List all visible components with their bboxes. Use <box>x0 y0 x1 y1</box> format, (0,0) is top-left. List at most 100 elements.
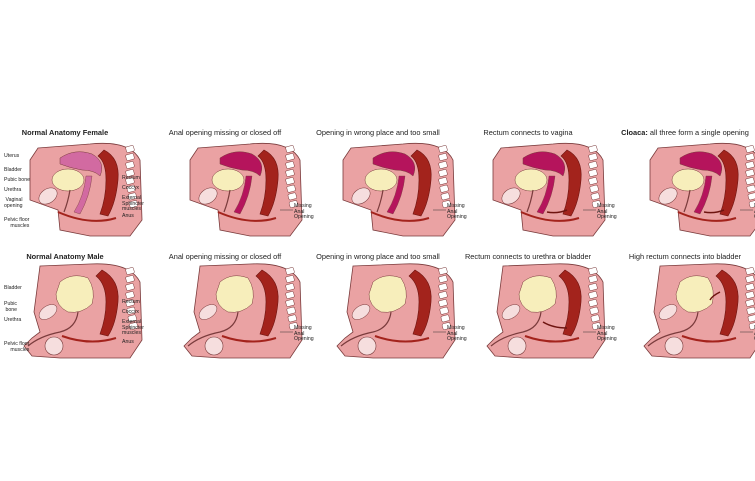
pelvic-floor-shape <box>524 335 580 343</box>
urethra-shape <box>376 189 384 213</box>
male_row-right-label-0: Rectum <box>122 299 140 305</box>
male_row-left-label-0: Bladder <box>4 285 22 291</box>
male_row-panel-3: Missing Anal Opening <box>483 262 633 372</box>
male_row-panel-0 <box>20 262 170 372</box>
female_row-title-3: Rectum connects to vagina <box>453 128 603 137</box>
vertebra-shape <box>125 267 135 275</box>
pubic-bone-shape <box>351 304 371 320</box>
title-text: Anal opening missing or closed off <box>168 252 282 261</box>
vertebra-shape <box>748 200 755 208</box>
fistula-shape <box>709 291 721 301</box>
title-text: all three form a single opening <box>647 128 749 137</box>
urethra-shape <box>490 311 542 347</box>
vertebra-shape <box>285 153 295 161</box>
title-text: Anal opening missing or closed off <box>168 128 282 137</box>
anatomy-illustration <box>183 263 303 359</box>
vertebra-shape <box>126 184 136 193</box>
vertebra-shape <box>125 291 135 299</box>
title-bold: Normal Anatomy Female <box>21 128 109 137</box>
pubic-bone-shape <box>38 304 58 320</box>
vertebra-shape <box>588 145 598 153</box>
female_row-right-label-1: Coccyx <box>122 185 140 191</box>
pelvic-floor-shape <box>374 335 430 343</box>
vertebra-shape <box>745 161 755 169</box>
vertebra-shape <box>288 200 299 208</box>
male_row-title-2: Opening in wrong place and too small <box>303 252 453 261</box>
anatomy-illustration <box>649 142 755 237</box>
vertebra-shape <box>745 299 755 307</box>
missing-anal-opening-label: Missing Anal Opening <box>294 325 314 343</box>
vertebra-shape <box>438 299 448 307</box>
bladder-shape <box>675 275 714 313</box>
vertebra-shape <box>589 184 599 193</box>
anatomy-illustration <box>336 263 456 359</box>
bladder-shape <box>671 168 705 192</box>
vertebra-shape <box>588 177 598 185</box>
vertebra-shape <box>439 184 449 193</box>
uterus-shape <box>219 151 262 177</box>
urethra-shape <box>223 189 231 213</box>
title-text: Opening in wrong place and too small <box>316 252 440 261</box>
male_row-title-1: Anal opening missing or closed off <box>150 252 300 261</box>
anatomy-illustration <box>23 263 143 359</box>
male_row-panel-2: Missing Anal Opening <box>333 262 483 372</box>
vertebra-shape <box>126 306 136 315</box>
pelvic-floor-shape <box>677 211 737 222</box>
anatomy-illustration <box>643 263 755 359</box>
urethra-shape <box>187 311 239 347</box>
male_row-left-label-2: Urethra <box>4 317 22 323</box>
vertebra-shape <box>438 177 448 185</box>
vertebra-shape <box>438 161 448 169</box>
anatomy-illustration <box>342 142 456 237</box>
title-bold: Normal Anatomy Male <box>26 252 104 261</box>
male_row-right-label-1: Coccyx <box>122 309 140 315</box>
rectum-shape <box>558 269 582 337</box>
female_row-panel-2: Missing Anal Opening <box>333 140 483 250</box>
male_row-left-label-1: Pubic bone <box>4 301 17 313</box>
missing-anal-opening-label: Missing Anal Opening <box>447 325 467 343</box>
vertebra-shape <box>588 267 598 275</box>
vertebra-shape <box>745 177 755 185</box>
vertebra-shape <box>591 322 602 330</box>
vertebra-shape <box>285 275 295 283</box>
anatomy-illustration <box>486 263 606 359</box>
anatomy-illustration <box>189 142 303 237</box>
female_row-left-label-3: Urethra <box>4 187 22 193</box>
pubic-bone-shape <box>351 187 371 205</box>
pubic-bone-shape <box>501 304 521 320</box>
male_row-panel-4: Missing Anal Opening <box>640 262 755 372</box>
vertebra-shape <box>588 299 598 307</box>
title-text: High rectum connects into bladder <box>628 252 742 261</box>
vertebra-shape <box>285 299 295 307</box>
vagina-shape <box>693 175 713 215</box>
male_row-title-3: Rectum connects to urethra or bladder <box>453 252 603 261</box>
urethra-shape <box>340 311 392 347</box>
male_row-title-4: High rectum connects into bladder <box>610 252 755 261</box>
vertebra-shape <box>285 145 295 153</box>
vertebra-shape <box>438 145 448 153</box>
female_row-title-2: Opening in wrong place and too small <box>303 128 453 137</box>
vertebra-shape <box>745 291 755 299</box>
vertebra-shape <box>591 200 602 208</box>
male_row-panel-1: Missing Anal Opening <box>180 262 330 372</box>
vertebra-shape <box>125 169 135 177</box>
pelvic-floor-shape <box>61 335 117 343</box>
rectum-shape <box>255 269 279 337</box>
vertebra-shape <box>125 283 135 291</box>
vertebra-shape <box>745 153 755 161</box>
vertebra-shape <box>589 306 599 315</box>
vertebra-shape <box>125 153 135 161</box>
male_row-left-label-3: Pelvic floor muscles <box>4 341 30 353</box>
vertebra-shape <box>128 322 139 330</box>
vertebra-shape <box>590 314 600 323</box>
female_row-right-label-3: Anus <box>122 213 134 219</box>
scrotum-shape <box>357 336 377 356</box>
pubic-bone-shape <box>501 187 521 205</box>
vertebra-shape <box>438 283 448 291</box>
vertebra-shape <box>441 200 452 208</box>
female_row-panel-0 <box>20 140 170 250</box>
vagina-shape <box>536 175 556 215</box>
vertebra-shape <box>438 153 448 161</box>
pelvic-floor-shape <box>520 211 580 222</box>
female_row-title-1: Anal opening missing or closed off <box>150 128 300 137</box>
